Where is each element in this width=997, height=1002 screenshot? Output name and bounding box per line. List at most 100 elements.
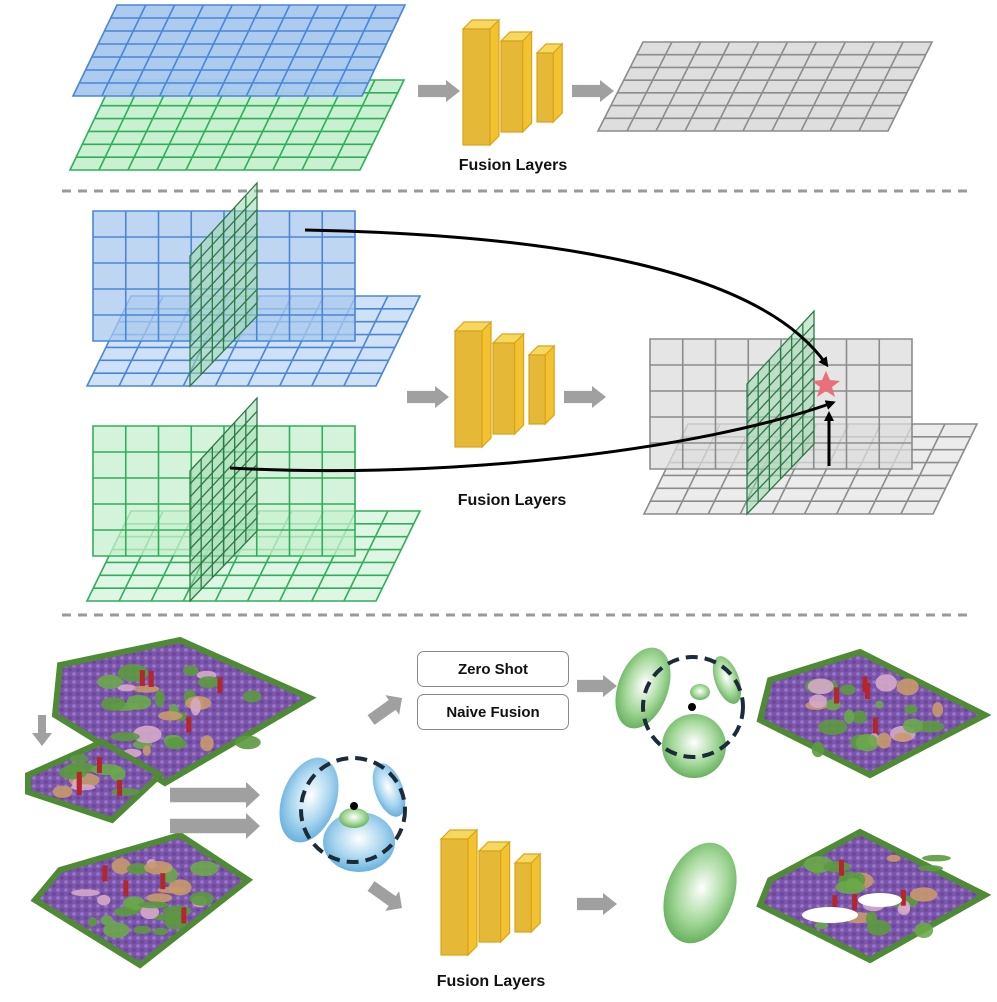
fusion-layer-front [454,330,483,448]
grid-line [684,41,731,132]
gaussian-ellipsoid-icon [615,647,745,778]
map-terrain-icon [756,648,992,779]
terrain-patch [133,725,162,744]
terrain-patch [58,765,88,780]
bottom-flow-arrows [32,675,617,915]
query-curve-blue [304,228,829,368]
star-icon [812,371,840,397]
terrain-patch [932,702,944,718]
grid-line [189,235,258,309]
flow-arrow-diagonal [367,695,403,725]
grid-line [746,403,815,476]
fusion-layers-label: Fusion Layers [457,492,567,509]
terrain-patch [876,732,892,749]
fusion-layer-side [521,30,533,134]
fusion-layer-front [514,862,532,933]
naive-fusion-button: Naive Fusion [417,694,569,730]
terrain-patch [917,865,944,872]
grid-line [130,4,176,97]
grid-line [189,477,258,550]
terrain-patch [852,710,868,724]
terrain-patch [137,901,169,909]
terrain-patch [902,718,923,734]
fusion-layer-front [500,40,524,133]
fusion-layer-front [478,850,502,943]
grid-line [189,464,258,537]
grid-line [858,41,904,132]
terrain-patch [52,785,73,798]
grid-line [216,4,262,97]
terrain-patch [845,878,861,891]
terrain-patch [126,694,152,710]
grid-line [900,423,946,515]
grid-line [746,350,815,424]
terrain-patch [818,719,848,735]
terrain-patch [71,889,100,897]
grid-line [189,437,258,511]
grid-line [189,503,258,576]
terrain-patch [922,854,951,862]
grid-line [746,377,815,450]
map-output-zero-shot [756,648,992,779]
grid-line [189,517,258,589]
grid-line [742,41,789,132]
terrain-obstacle [839,859,845,876]
terrain-patch [110,766,126,782]
terrain-obstacle [117,779,123,796]
grid-line [330,79,376,171]
grid-line [189,209,258,283]
fusion-layer-side [544,344,555,426]
terrain-patch [190,860,219,877]
terrain-patch [100,915,114,926]
flow-arrow [170,782,260,808]
terrain-patch [158,711,183,721]
terrain-patch [117,684,137,692]
terrain-patch [101,697,126,711]
terrain-obstacle [139,670,145,687]
map-terrain-group [25,636,992,969]
map-hole [802,907,858,923]
terrain-patch [111,787,140,796]
terrain-patch [88,916,98,927]
terrain-patch [146,893,173,903]
terrain-patch [140,904,160,920]
terrain-patch [97,894,111,906]
terrain-obstacle [852,894,858,911]
grid-line [626,41,673,132]
terrain-patch [886,854,901,862]
terrain-obstacle [181,907,187,924]
grid-line [746,337,815,411]
terrain-patch [164,737,187,750]
fusion-layer-front [440,838,469,956]
terrain-obstacle [160,873,166,890]
fusion-layer-side [489,18,500,147]
fusion-layers-icon [439,828,542,957]
fusion-layer-side [500,840,511,944]
terrain-patch [875,674,897,692]
terrain-patch [113,907,136,917]
terrain-patch [896,678,919,696]
terrain-patch [843,709,855,724]
flow-arrow [367,695,403,725]
grid-line [189,262,258,335]
terrain-patch [189,891,214,906]
terrain-obstacle [864,682,870,699]
terrain-patch [154,690,165,708]
grid-line [158,4,205,97]
flow-arrow [367,881,403,911]
fusion-layers-icon [453,320,556,449]
flow-arrow-diagonal [367,881,403,911]
triplane-gray-output [642,309,979,516]
terrain-patch [809,694,827,709]
grid-line [189,249,258,322]
grid-line [343,510,389,602]
grid-line [746,390,815,463]
triplane-blue [85,181,422,388]
terrain-obstacle [102,865,108,882]
top-flow-arrows [418,80,614,102]
terrain-patch [811,741,825,758]
terrain-patch [142,745,151,756]
top-output-grid [596,41,934,132]
flow-arrow [577,675,617,697]
